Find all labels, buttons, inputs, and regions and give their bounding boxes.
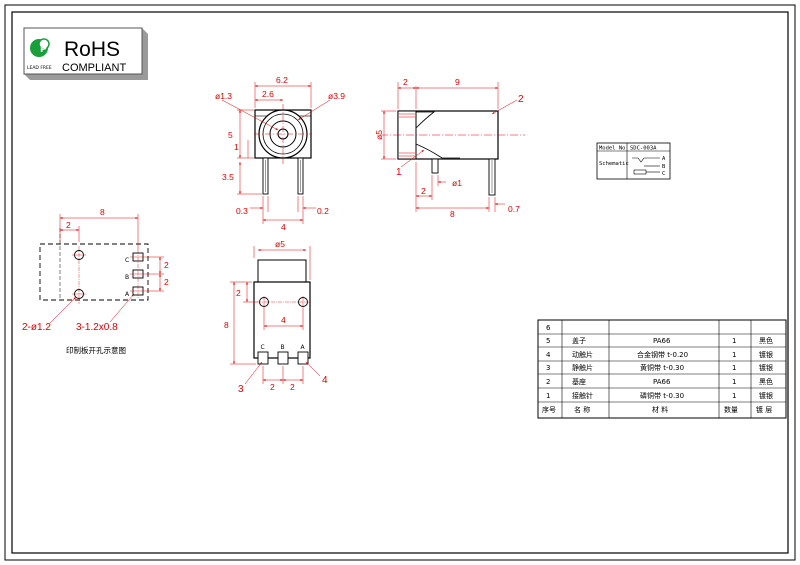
svg-text:黑色: 黑色: [759, 377, 773, 386]
model-label: Model No: [599, 146, 626, 152]
svg-text:6: 6: [546, 324, 551, 332]
bottom-pin-b: B: [281, 344, 285, 351]
side-dim-bottom-len: 8: [450, 209, 455, 219]
svg-text:磷铜带 t-0.30: 磷铜带 t-0.30: [640, 391, 684, 400]
svg-text:5: 5: [546, 337, 550, 345]
front-dim-height: 5: [228, 130, 233, 140]
front-dim-pin-left: 0.3: [236, 206, 248, 216]
model-box: Model No SDC-003A Schematic A B C: [596, 142, 671, 180]
side-dim-pin-w: 0.7: [508, 204, 520, 214]
bottom-dim-spacing: 4: [281, 315, 286, 325]
model-value: SDC-003A: [630, 146, 657, 152]
bottom-dim-height: 8: [224, 320, 229, 330]
svg-text:合金钢带 t-0.20: 合金钢带 t-0.20: [637, 350, 688, 359]
front-dim-pin-spacing: 4: [281, 222, 286, 232]
svg-text:1: 1: [732, 378, 736, 386]
bottom-dim-top: 2: [236, 288, 241, 298]
front-dim-hole-small: ø1.3: [215, 91, 232, 101]
bom-row-3: 3 静触片 黄铜带 t-0.30 1 镀银: [546, 363, 773, 372]
compliant-text: COMPLIANT: [62, 62, 126, 74]
svg-text:静触片: 静触片: [572, 363, 593, 372]
bottom-callout-3: 3: [238, 384, 244, 395]
bottom-dim-bot-2: 2: [290, 382, 295, 392]
rohs-logo: P LEAD FREE RoHS COMPLIANT: [23, 27, 148, 80]
svg-text:1: 1: [732, 364, 736, 372]
svg-text:动触片: 动触片: [572, 350, 593, 359]
schematic-pin-a: A: [662, 156, 666, 162]
lead-free-text: LEAD FREE: [27, 65, 52, 71]
jack-schematic-icon: [632, 157, 660, 175]
side-callout-2: 2: [518, 94, 524, 105]
side-callout-1: 1: [396, 167, 402, 178]
bom-table: 6 5 盖子 PA66 1 黑色 4 动触片 合金钢带 t-0.20 1 镀银 …: [537, 319, 787, 419]
pcb-note-slots: 3-1.2x0.8: [76, 322, 118, 333]
svg-text:PA66: PA66: [653, 378, 671, 386]
pcb-note-holes: 2-ø1.2: [22, 322, 51, 333]
svg-text:P: P: [40, 45, 47, 55]
front-dim-width: 6.2: [276, 75, 288, 85]
svg-text:镀银: 镀银: [759, 391, 773, 400]
pcb-dim-width: 8: [100, 207, 105, 217]
pcb-dim-right-2: 2: [164, 277, 169, 287]
side-dim-pin-diam: ø1: [452, 178, 462, 188]
side-dim-top-left: 2: [403, 77, 408, 87]
outer-border: [4, 4, 796, 561]
schematic-label: Schematic: [599, 161, 629, 167]
svg-text:1: 1: [732, 351, 736, 359]
schematic-pin-c: C: [662, 171, 665, 177]
pcb-dim-inner: 2: [66, 220, 71, 230]
side-dim-pin-off: 2: [421, 186, 426, 196]
bom-row-1: 1 接触针 磷铜带 t-0.30 1 镀银: [546, 391, 773, 400]
svg-text:4: 4: [546, 351, 551, 359]
svg-text:材 料: 材 料: [652, 405, 668, 414]
svg-text:接触针: 接触针: [572, 391, 593, 400]
svg-text:名 称: 名 称: [574, 405, 590, 414]
pcb-pin-b: B: [125, 274, 129, 281]
svg-text:2: 2: [546, 378, 550, 386]
side-dim-diam: ø5: [374, 130, 384, 140]
svg-text:镀 层: 镀 层: [756, 405, 772, 414]
front-dim-hole-big: ø3.9: [328, 91, 345, 101]
front-dim-center: 2.6: [262, 89, 274, 99]
pcb-dim-right-1: 2: [164, 260, 169, 270]
front-dim-offset: 1: [234, 142, 239, 152]
svg-text:1: 1: [732, 337, 736, 345]
bom-row-4: 4 动触片 合金钢带 t-0.20 1 镀银: [546, 350, 773, 359]
svg-text:黑色: 黑色: [759, 336, 773, 345]
pcb-pin-c: C: [125, 257, 129, 264]
schematic-pin-b: B: [662, 164, 666, 170]
pcb-caption: 印制板开孔示意图: [66, 345, 126, 355]
bom-header: 序号 名 称 材 料 数量 镀 层: [542, 405, 772, 414]
bottom-pin-c: C: [261, 344, 265, 351]
svg-text:镀银: 镀银: [759, 350, 773, 359]
bottom-dim-bot-1: 2: [270, 382, 275, 392]
svg-text:1: 1: [732, 392, 736, 400]
front-dim-pin-len: 3.5: [222, 172, 234, 182]
bottom-view: C B A ø5 2 8 4 3 4 2 2: [224, 239, 328, 395]
bom-row-6: 6: [546, 324, 551, 332]
front-dim-pin-right: 0.2: [317, 206, 329, 216]
svg-text:镀银: 镀银: [759, 363, 773, 372]
pcb-layout: C B A 8 2 2 2 2-ø1.2 3-1.2x0.8 印制板开孔示意图: [22, 207, 169, 355]
inner-border: [11, 11, 789, 554]
rohs-text: RoHS: [64, 38, 120, 61]
side-dim-top-len: 9: [455, 77, 460, 87]
svg-text:盖子: 盖子: [572, 336, 586, 345]
front-view: 6.2 2.6 ø1.3 ø3.9 5 1 3.5 0.3 4 0.2: [215, 75, 345, 232]
bottom-callout-4: 4: [322, 375, 328, 386]
svg-text:黄铜带 t-0.30: 黄铜带 t-0.30: [640, 363, 684, 372]
svg-text:序号: 序号: [542, 405, 556, 414]
svg-text:基座: 基座: [572, 377, 586, 386]
bottom-pin-a: A: [301, 344, 306, 351]
svg-text:3: 3: [546, 364, 550, 372]
svg-text:PA66: PA66: [653, 337, 671, 345]
svg-text:1: 1: [546, 392, 550, 400]
bom-row-2: 2 基座 PA66 1 黑色: [546, 377, 773, 386]
svg-text:数量: 数量: [724, 405, 738, 414]
pcb-pin-a: A: [125, 291, 130, 298]
side-view: 2 9 2 ø5 1 ø1 2 8 0.7: [374, 77, 525, 219]
bottom-dim-width: ø5: [275, 239, 285, 249]
bom-row-5: 5 盖子 PA66 1 黑色: [546, 336, 773, 345]
